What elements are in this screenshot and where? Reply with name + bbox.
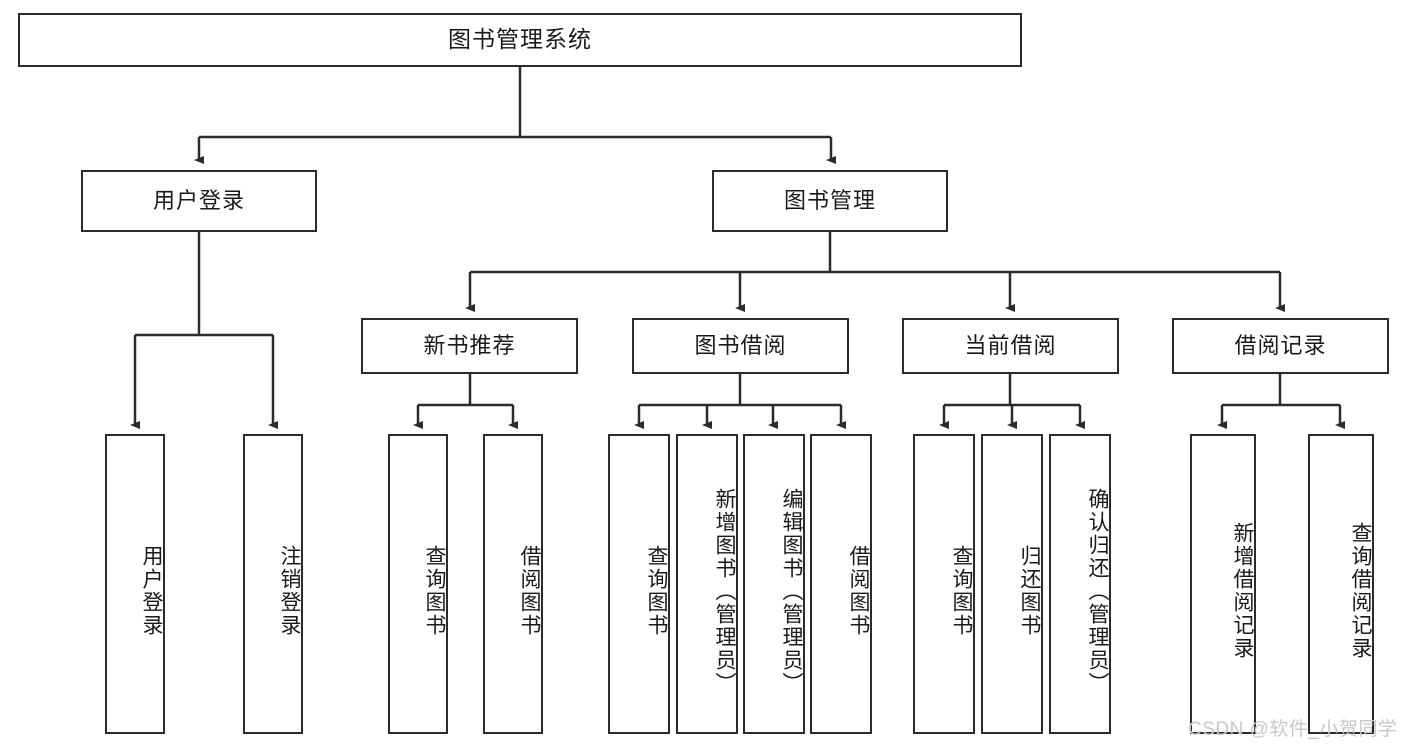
leaf-query-borrow-record[interactable]: 查询借阅记录	[1308, 434, 1374, 734]
leaf-edit-book-admin[interactable]: 编辑图书（管理员）	[743, 434, 805, 734]
leaf-query-book-recommend[interactable]: 查询图书	[388, 434, 448, 734]
leaf-borrow-book-borrow[interactable]: 借阅图书	[810, 434, 872, 734]
leaf-logout-login[interactable]: 注销登录	[243, 434, 303, 734]
node-book-borrow[interactable]: 图书借阅	[632, 318, 849, 374]
leaf-add-borrow-record[interactable]: 新增借阅记录	[1190, 434, 1256, 734]
leaf-return-book[interactable]: 归还图书	[981, 434, 1043, 734]
node-user-login[interactable]: 用户登录	[81, 170, 317, 232]
node-root-system[interactable]: 图书管理系统	[18, 13, 1022, 67]
leaf-borrow-book-recommend[interactable]: 借阅图书	[483, 434, 543, 734]
leaf-query-book-borrow[interactable]: 查询图书	[608, 434, 670, 734]
leaf-query-book-current[interactable]: 查询图书	[913, 434, 975, 734]
csdn-watermark: CSDN @软件_小贺同学	[1188, 719, 1398, 740]
leaf-user-login[interactable]: 用户登录	[105, 434, 165, 734]
node-borrow-record[interactable]: 借阅记录	[1172, 318, 1389, 374]
node-book-manage[interactable]: 图书管理	[712, 170, 948, 232]
node-new-book-recommend[interactable]: 新书推荐	[361, 318, 578, 374]
leaf-confirm-return-admin[interactable]: 确认归还（管理员）	[1049, 434, 1111, 734]
node-current-borrow[interactable]: 当前借阅	[902, 318, 1119, 374]
leaf-add-book-admin[interactable]: 新增图书（管理员）	[676, 434, 738, 734]
